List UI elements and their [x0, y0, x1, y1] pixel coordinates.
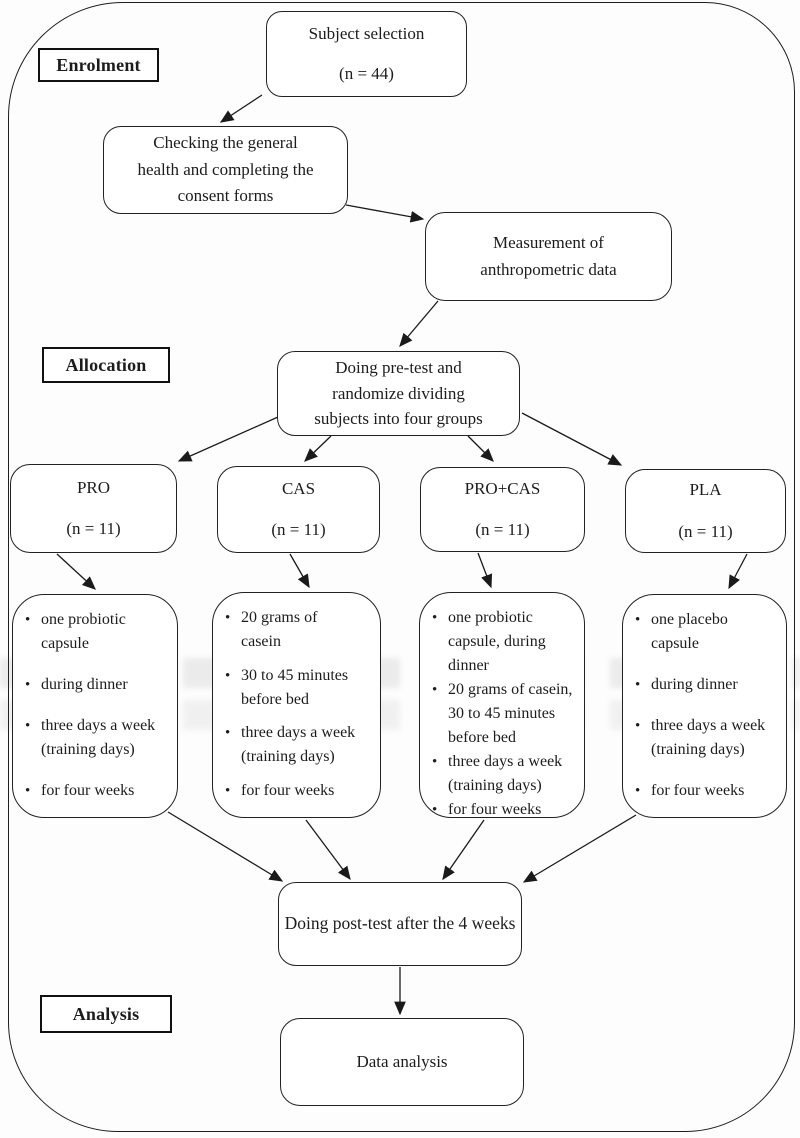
node-text: Checking the general health and completi… — [137, 133, 314, 206]
bullet-item: •during dinner — [25, 673, 171, 697]
node-text: Measurement of anthropometric data — [480, 233, 617, 279]
arrow-pladetail-to-posttest — [522, 814, 637, 883]
node-subject-selection: Subject selection (n = 44) — [266, 11, 467, 97]
bullet-icon: • — [225, 725, 231, 742]
stage-label-text: Allocation — [65, 354, 147, 375]
bullet-icon: • — [432, 610, 438, 626]
group-n: (n = 11) — [66, 519, 121, 538]
detail-box-cas: •20 grams of casein •30 to 45 minutes be… — [212, 592, 381, 818]
bullet-icon: • — [635, 783, 641, 799]
bullet-icon: • — [25, 718, 31, 734]
bullet-item: •20 grams of casein, 30 to 45 minutes be… — [432, 678, 578, 750]
group-name: PRO+CAS — [464, 478, 541, 498]
arrow-pla-to-detail — [728, 553, 748, 590]
bullet-item: •one placebo capsule — [635, 608, 780, 656]
arrow-pretest-to-procas — [467, 435, 494, 462]
bullet-item: •for four weeks — [225, 779, 374, 803]
bullet-icon: • — [635, 718, 641, 734]
arrow-casdetail-to-posttest — [305, 819, 351, 881]
bullet-icon: • — [25, 612, 31, 628]
node-text: Data analysis — [356, 1051, 448, 1071]
bullet-item: •for four weeks — [432, 798, 578, 822]
group-n: (n = 11) — [271, 520, 326, 539]
bullet-item: •one probiotic capsule, during dinner — [432, 606, 578, 678]
node-n: (n = 44) — [339, 64, 394, 83]
node-measurement: Measurement of anthropometric data — [425, 212, 672, 301]
bullet-icon: • — [25, 783, 31, 799]
bullet-icon: • — [225, 667, 231, 684]
stage-label-allocation: Allocation — [42, 347, 170, 383]
stage-label-text: Enrolment — [56, 54, 141, 75]
stage-label-enrolment: Enrolment — [38, 48, 159, 82]
bullet-icon: • — [432, 682, 438, 698]
arrow-cas-to-detail — [289, 553, 310, 589]
node-title: Subject selection — [308, 23, 425, 43]
group-name: CAS — [281, 478, 316, 498]
arrow-subject-to-healthcheck — [219, 94, 263, 123]
detail-box-procas: •one probiotic capsule, during dinner •2… — [419, 592, 585, 818]
group-n: (n = 11) — [678, 521, 733, 541]
bullet-item: •30 to 45 minutes before bed — [225, 664, 374, 712]
arrow-pretest-to-pro — [177, 416, 279, 462]
bullet-item: •for four weeks — [635, 779, 780, 803]
bullet-item: •during dinner — [635, 673, 780, 697]
detail-box-pla: •one placebo capsule •during dinner •thr… — [622, 594, 787, 818]
bullet-icon: • — [432, 802, 438, 818]
group-name: PRO — [76, 477, 111, 497]
bullet-icon: • — [635, 612, 641, 628]
arrow-prodetail-to-posttest — [167, 811, 284, 882]
bullet-item: •three days a week (training days) — [25, 714, 171, 762]
node-group-procas: PRO+CAS (n = 11) — [420, 467, 585, 552]
bullet-icon: • — [635, 677, 641, 693]
bullet-icon: • — [432, 754, 438, 770]
bullet-icon: • — [225, 782, 231, 799]
bullet-icon: • — [225, 610, 231, 626]
detail-box-pro: •one probiotic capsule •during dinner •t… — [12, 594, 178, 818]
bullet-item: •three days a week (training days) — [635, 714, 780, 762]
bullet-item: •three days a week (training days) — [432, 750, 578, 798]
group-n: (n = 11) — [475, 520, 530, 539]
node-pretest: Doing pre-test and randomize dividing su… — [277, 351, 520, 436]
arrow-procasdetail-to-posttest — [442, 819, 485, 881]
node-health-check: Checking the general health and completi… — [103, 126, 348, 214]
arrow-pretest-to-cas — [304, 435, 332, 462]
bullet-item: •three days a week (training days) — [225, 721, 374, 769]
node-group-cas: CAS (n = 11) — [217, 466, 380, 553]
bullet-item: •one probiotic capsule — [25, 608, 171, 656]
arrow-healthcheck-to-measurement — [345, 204, 425, 223]
node-group-pro: PRO (n = 11) — [10, 464, 177, 553]
arrow-pro-to-detail — [56, 553, 96, 590]
arrow-procas-to-detail — [477, 552, 493, 589]
bullet-item: •for four weeks — [25, 779, 171, 803]
group-name: PLA — [689, 480, 722, 500]
node-group-pla: PLA (n = 11) — [625, 469, 786, 553]
arrow-measurement-to-pretest — [399, 300, 439, 347]
bullet-item: •20 grams of casein — [225, 606, 374, 654]
node-data-analysis: Data analysis — [280, 1018, 524, 1106]
stage-label-analysis: Analysis — [40, 995, 172, 1033]
node-text: Doing post-test after the 4 weeks — [284, 913, 516, 934]
stage-label-text: Analysis — [72, 1003, 140, 1024]
bullet-icon: • — [25, 677, 31, 693]
node-text: Doing pre-test and randomize dividing su… — [314, 358, 483, 429]
arrow-pretest-to-pla — [521, 412, 623, 466]
node-posttest: Doing post-test after the 4 weeks — [278, 882, 522, 966]
